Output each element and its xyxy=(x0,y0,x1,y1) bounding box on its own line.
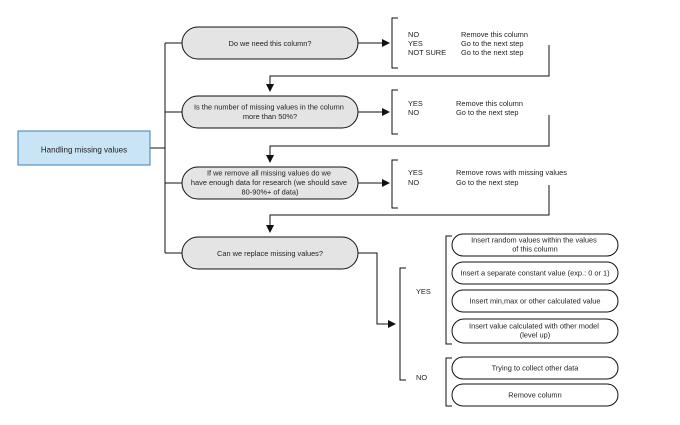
yes-option-3-text: Insert min,max or other calculated value xyxy=(469,296,600,305)
no-option-1-text: Trying to collect other data xyxy=(492,363,580,372)
question-2-line-2: more than 50%? xyxy=(243,112,297,121)
bracket-no-options xyxy=(445,357,452,407)
yes-option-3-shape xyxy=(451,289,619,313)
question-nodes: Do we need this column? Is the number of… xyxy=(181,26,359,270)
question-3-shape xyxy=(181,166,359,200)
question-2-text: Is the number of missing values in the c… xyxy=(194,102,346,121)
replace-yes-label: YES xyxy=(416,287,431,296)
answer-1-key-2: YES xyxy=(408,39,423,48)
no-option-2-text: Remove column xyxy=(508,390,561,399)
bracket-yes-options xyxy=(445,235,452,345)
no-option-2-shape xyxy=(451,383,619,407)
answer-1-key-3: NOT SURE xyxy=(408,48,446,57)
no-options: Trying to collect other data Remove colu… xyxy=(451,356,619,407)
root-node: Handling missing values xyxy=(17,130,151,166)
question-3-text: If we remove all missing values do we ha… xyxy=(191,168,349,196)
yes-option-1-shape xyxy=(451,233,619,257)
answer-3-key-2: NO xyxy=(408,178,419,187)
yes-option-3-line-1: Insert min,max or other calculated value xyxy=(469,296,600,305)
bracket-answers-3 xyxy=(391,159,398,209)
no-option-2-line-1: Remove column xyxy=(508,390,561,399)
yes-option-2-line-1: Insert a separate constant value (exp.: … xyxy=(460,268,609,277)
bracket-answers-1 xyxy=(391,17,398,69)
yes-options: Insert random values within the values o… xyxy=(451,233,619,344)
loop-arrow-to-q3 xyxy=(266,115,550,163)
yes-option-1-text: Insert random values within the values o… xyxy=(471,235,599,253)
connector-lines xyxy=(150,17,550,407)
answers-3: YES Remove rows with missing values NO G… xyxy=(408,168,567,187)
no-option-1-shape xyxy=(451,356,619,380)
yes-option-1-line-1: Insert random values within the values xyxy=(471,235,597,244)
yes-option-1-line-2: of this column xyxy=(512,244,558,253)
question-3-line-2: have enough data for research (we should… xyxy=(191,178,347,187)
yes-option-2-text: Insert a separate constant value (exp.: … xyxy=(460,268,609,277)
answer-2-value-2: Go to the next step xyxy=(456,108,518,117)
yes-option-4-shape xyxy=(451,318,619,344)
answer-3-key-1: YES xyxy=(408,168,423,177)
question-4-line-1: Can we replace missing values? xyxy=(217,249,323,258)
loop-arrow-to-q4 xyxy=(266,185,550,233)
answer-1-value-1: Remove this column xyxy=(461,30,528,39)
root-box xyxy=(17,130,151,166)
question-2-line-1: Is the number of missing values in the c… xyxy=(194,102,344,111)
bracket-replace-options xyxy=(399,267,406,381)
answer-3-value-2: Go to the next step xyxy=(456,178,518,187)
answer-2-key-2: NO xyxy=(408,108,419,117)
question-2-shape xyxy=(181,95,359,129)
yes-option-2-shape xyxy=(451,261,619,285)
answer-1-value-3: Go to the next step xyxy=(461,48,523,57)
bracket-answers-2 xyxy=(391,89,398,135)
question-1-line-1: Do we need this column? xyxy=(229,39,312,48)
answer-1-key-1: NO xyxy=(408,30,419,39)
root-label: Handling missing values xyxy=(41,146,127,155)
arrow-q4-replace xyxy=(358,252,396,328)
replace-no-label: NO xyxy=(416,373,427,382)
answers-1: NO Remove this column YES Go to the next… xyxy=(408,30,528,57)
loop-arrow-to-q2 xyxy=(266,45,550,92)
answers-2: YES Remove this column NO Go to the next… xyxy=(408,99,523,117)
yes-option-4-text: Insert value calculated with other model… xyxy=(469,321,601,339)
answer-3-value-1: Remove rows with missing values xyxy=(456,168,567,177)
answer-2-key-1: YES xyxy=(408,99,423,108)
question-1-shape xyxy=(181,26,359,60)
yes-option-4-line-1: Insert value calculated with other model xyxy=(469,321,599,330)
yes-option-4-line-2: (level up) xyxy=(520,330,550,339)
answer-1-value-2: Go to the next step xyxy=(461,39,523,48)
question-1-text: Do we need this column? xyxy=(229,39,312,48)
question-4-text: Can we replace missing values? xyxy=(217,249,323,258)
question-4-shape xyxy=(181,236,359,270)
question-3-line-3: 80-90%+ of data) xyxy=(242,187,299,196)
answer-groups: NO Remove this column YES Go to the next… xyxy=(408,30,567,187)
no-option-1-line-1: Trying to collect other data xyxy=(492,363,580,372)
question-3-line-1: If we remove all missing values do we xyxy=(207,168,331,177)
answer-2-value-1: Remove this column xyxy=(456,99,523,108)
